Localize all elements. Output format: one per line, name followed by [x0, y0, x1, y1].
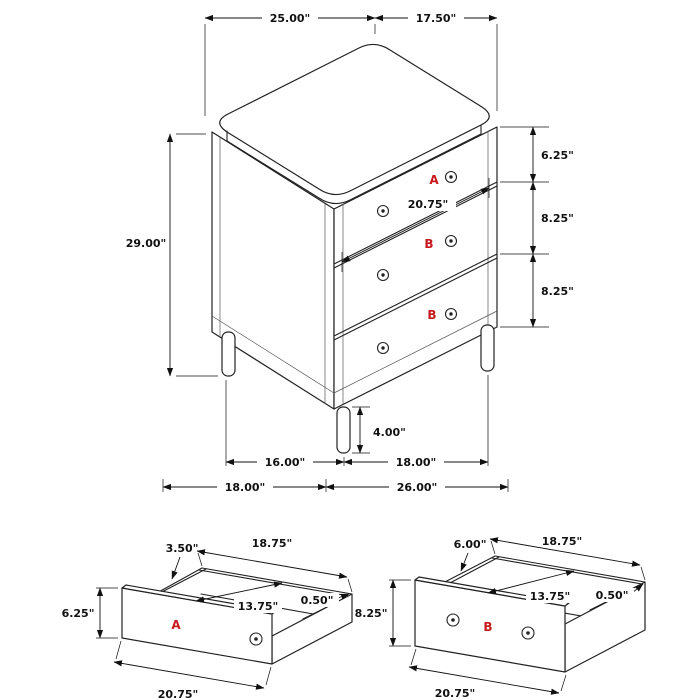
dim-top-depth-label: 17.50": [416, 12, 457, 25]
drawer-b1-letter: B: [424, 237, 433, 251]
chest-top-face: [219, 43, 490, 196]
a-back-top-outer: [201, 567, 353, 595]
dim-overall-depth-label: 18.00": [225, 481, 266, 494]
dim-drawer-a-height-label: 6.25": [541, 149, 574, 162]
dim-leg-height: 4.00": [352, 406, 406, 454]
dim-inner-width: 20.75": [341, 178, 490, 272]
chest-legs: [221, 324, 495, 454]
main-chest-view: A B B 25.00" 17.50" 29.00": [126, 11, 574, 494]
dim-base-right-label: 18.00": [396, 456, 437, 469]
dim-height: 29.00": [126, 133, 218, 377]
b-side-height-label: 6.00": [454, 538, 487, 551]
dim-overall-footprint: 18.00" 26.00": [162, 479, 509, 494]
b-dim-front-height: 8.25": [355, 579, 411, 647]
dim-top-width-label: 25.00": [270, 12, 311, 25]
b-dim-inner-depth: 13.75": [487, 569, 575, 603]
b-back-top-outer: [494, 555, 646, 583]
dim-base-left-label: 16.00": [265, 456, 306, 469]
drawer-a-detail-letter: A: [171, 618, 181, 632]
dim-overall-height-label: 29.00": [126, 237, 167, 250]
dim-base-spans: 16.00" 18.00": [225, 375, 489, 469]
leg-left: [221, 331, 236, 377]
dim-top: 25.00" 17.50": [204, 11, 498, 116]
a-dim-side-height: 3.50": [166, 542, 199, 580]
a-dim-inner-width: 18.75": [196, 537, 353, 593]
a-side-height-label: 3.50": [166, 542, 199, 555]
a-side-inner-edge: [157, 568, 207, 595]
leg-front: [336, 406, 351, 454]
dim-leg-height-label: 4.00": [373, 426, 406, 439]
dim-overall-width-label: 26.00": [397, 481, 438, 494]
a-dim-inner-depth: 13.75": [195, 581, 283, 613]
a-dim-front-height: 6.25": [62, 587, 118, 639]
a-dim-wall-thickness: 0.50": [295, 593, 350, 607]
a-front-height-label: 6.25": [62, 607, 95, 620]
b-dim-side-height: 6.00": [454, 538, 487, 572]
b-dim-inner-width: 18.75": [489, 535, 646, 581]
a-inner-width-label: 18.75": [252, 537, 293, 550]
dim-drawer-b1-height-label: 8.25": [541, 212, 574, 225]
b-side-top-edge: [440, 555, 496, 585]
b-inner-width-label: 18.75": [542, 535, 583, 548]
a-inner-depth-label: 13.75": [238, 600, 279, 613]
apron-right: [333, 310, 498, 394]
b-dim-outer-width: 20.75": [408, 648, 567, 700]
b-inner-depth-label: 13.75": [530, 590, 571, 603]
drawer-b-detail: B 8.25" 20.75" 6.00" 18.75" 0.50": [355, 535, 646, 700]
a-side-top-edge: [154, 567, 203, 595]
b-wall-thickness-label: 0.50": [596, 589, 629, 602]
leg-right: [480, 324, 495, 372]
apron-left: [211, 315, 335, 394]
drawer-a-letter: A: [429, 173, 439, 187]
b-outer-width-label: 20.75": [435, 687, 476, 700]
b-side-inner-edge: [447, 556, 500, 585]
drawer-b2-letter: B: [427, 308, 436, 322]
dim-drawer-heights: 6.25" 8.25" 8.25": [500, 126, 574, 328]
dim-drawer-b2-height-label: 8.25": [541, 285, 574, 298]
a-wall-thickness-label: 0.50": [301, 594, 334, 607]
b-dim-wall-thickness: 0.50": [590, 583, 644, 602]
a-dim-outer-width: 20.75": [113, 640, 272, 700]
dim-inner-width-label: 20.75": [408, 198, 449, 211]
a-outer-width-label: 20.75": [158, 688, 199, 700]
b-front-height-label: 8.25": [355, 607, 388, 620]
drawer-b-detail-letter: B: [483, 620, 492, 634]
drawer-a-detail: A 6.25" 20.75" 3.50" 18.75" 0.50": [62, 537, 353, 700]
